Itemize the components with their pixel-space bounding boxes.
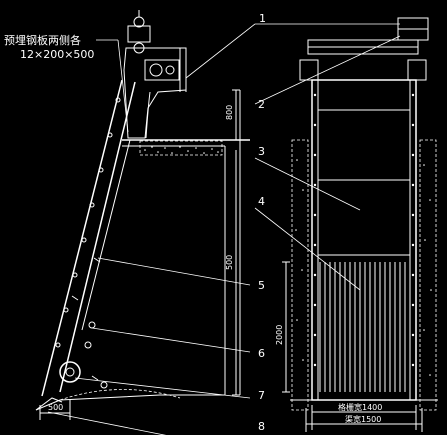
- left-bearing: [299, 59, 319, 81]
- dim-grid-width: 格栅宽1400: [338, 402, 382, 412]
- concrete-hatch: [139, 140, 223, 156]
- grid-bars: [319, 262, 406, 392]
- dim-grid-height: 2000: [275, 325, 284, 345]
- right-channel-wall: [419, 139, 437, 411]
- wall-dots: [295, 159, 432, 376]
- dim-bottom-offset: 500: [48, 403, 63, 412]
- callout-3: 3: [258, 145, 265, 158]
- callout-7: 7: [258, 389, 265, 402]
- frame-chain-dots: [313, 93, 415, 367]
- dim-upper-height: 800: [225, 105, 234, 120]
- rake-teeth: [71, 257, 101, 381]
- concrete-dots: [144, 146, 219, 154]
- screen-front-edge: [41, 79, 123, 397]
- left-channel-wall: [291, 139, 309, 411]
- dim-mid-height: 500: [225, 255, 234, 270]
- sprocket-top: [133, 42, 145, 54]
- embed-plate-note: 预埋钢板两侧各 12×200×500: [4, 33, 129, 133]
- screen-back-edge: [59, 81, 136, 393]
- bottom-sprocket: [59, 361, 81, 383]
- embed-plate-line1: 预埋钢板两侧各: [4, 33, 81, 47]
- callout-2: 2: [258, 98, 265, 111]
- water-curve: [59, 389, 181, 401]
- callout-6: 6: [258, 347, 265, 360]
- housing-curve: [145, 91, 151, 139]
- callout-leaders: [47, 23, 401, 435]
- gearbox: [144, 59, 180, 81]
- right-bearing: [407, 59, 427, 81]
- callout-8: 8: [258, 420, 265, 433]
- chain-rollers: [55, 97, 121, 348]
- motor-top: [127, 25, 151, 43]
- drive-housing: [123, 47, 187, 139]
- front-elevation: 2000 格栅宽1400 渠宽1500: [275, 17, 438, 432]
- dim-channel-width: 渠宽1500: [345, 414, 381, 424]
- channel-floor: [35, 394, 225, 411]
- callout-5: 5: [258, 279, 265, 292]
- callout-1: 1: [259, 12, 266, 25]
- screen-inner-edge: [81, 139, 131, 331]
- embed-plate-line2: 12×200×500: [20, 48, 94, 61]
- side-elevation: 800 500 500: [35, 10, 250, 420]
- bottom-lip: [35, 397, 63, 411]
- callout-4: 4: [258, 195, 265, 208]
